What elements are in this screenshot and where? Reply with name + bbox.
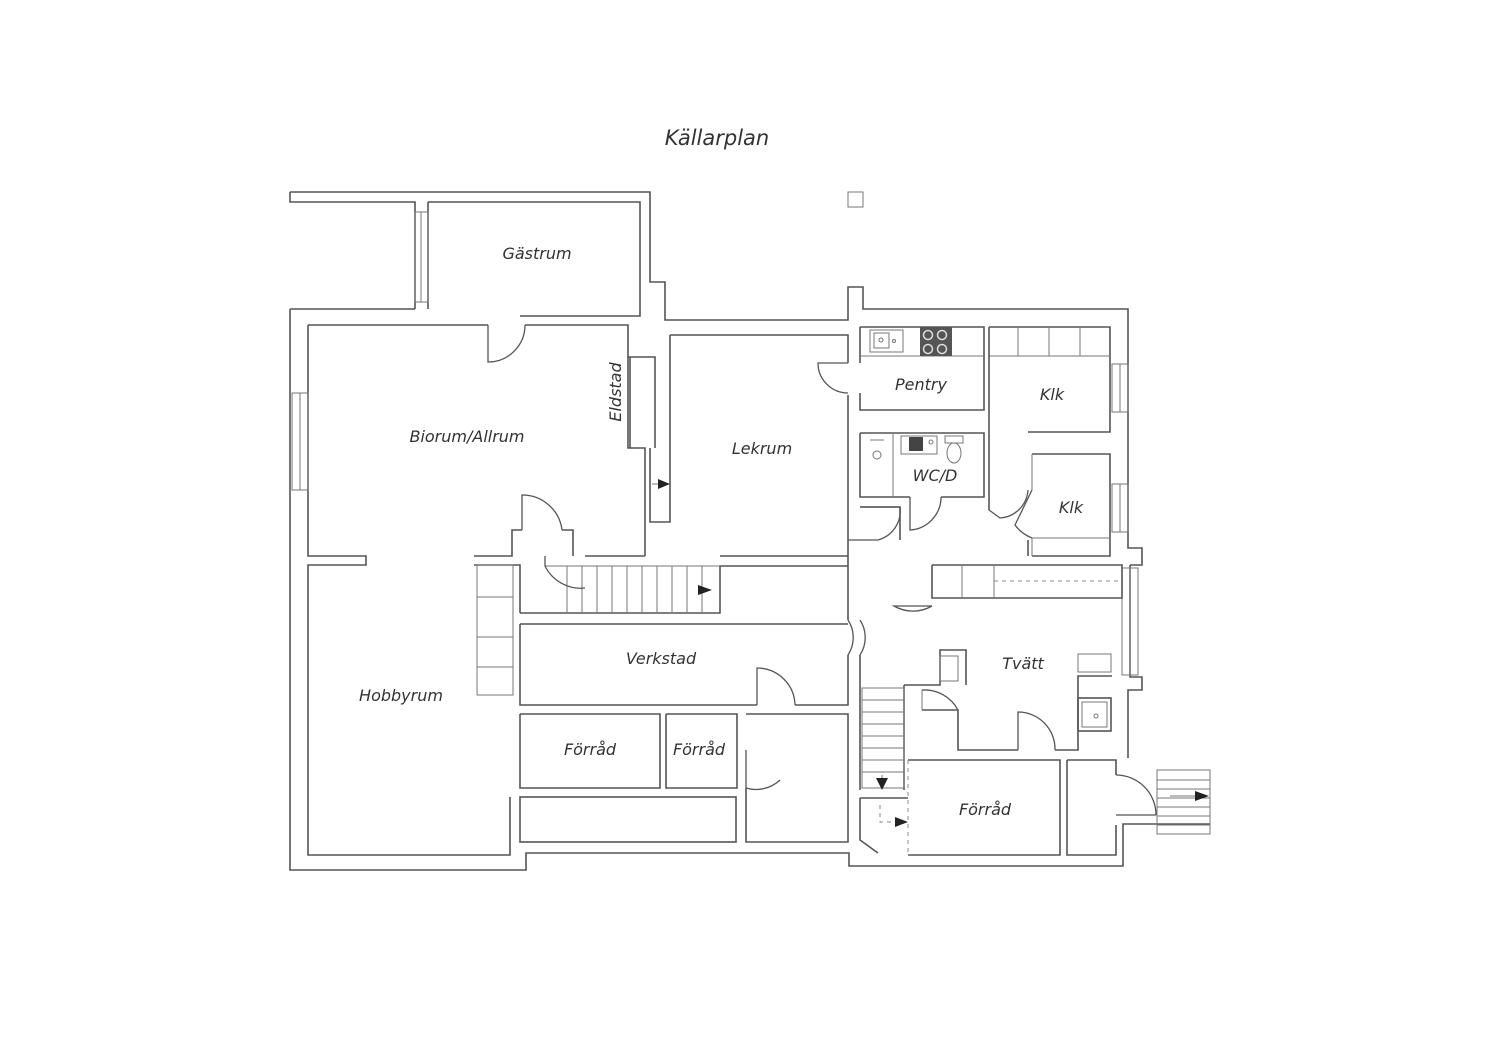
direction-arrows [652, 479, 670, 489]
fixtures [869, 327, 964, 464]
shower-icon [870, 439, 884, 460]
room-label-tvatt: Tvätt [1002, 654, 1044, 673]
room-label-eldstad: Eldstad [606, 362, 625, 422]
room-label-forrad-2: Förråd [673, 740, 726, 759]
toilet-icon [944, 435, 964, 464]
plan-title: Källarplan [665, 126, 769, 150]
stove-icon [920, 327, 952, 356]
sink-icon [869, 329, 904, 353]
room-label-lekrum: Lekrum [732, 439, 792, 458]
room-label-forrad-1: Förråd [564, 740, 617, 759]
staircase-lower [861, 687, 905, 790]
washbasin-icon [900, 435, 938, 455]
room-label-forrad-3: Förråd [959, 800, 1012, 819]
outer-walls [289, 191, 1210, 871]
room-label-verkstad: Verkstad [626, 649, 697, 668]
room-label-wcd: WC/D [913, 466, 958, 485]
interior-walls [474, 326, 1211, 856]
room-label-klk-2: Klk [1059, 498, 1084, 517]
staircase-main [566, 566, 712, 613]
room-label-biorum: Biorum/Allrum [409, 427, 524, 446]
room-label-hobbyrum: Hobbyrum [359, 686, 443, 705]
room-labels: Gästrum Biorum/Allrum Eldstad Lekrum Pen… [359, 244, 1084, 819]
room-label-pentry: Pentry [895, 375, 947, 394]
room-label-klk-1: Klk [1040, 385, 1065, 404]
windows [291, 191, 1139, 676]
doors [487, 324, 1157, 816]
room-label-gastrum: Gästrum [502, 244, 571, 263]
